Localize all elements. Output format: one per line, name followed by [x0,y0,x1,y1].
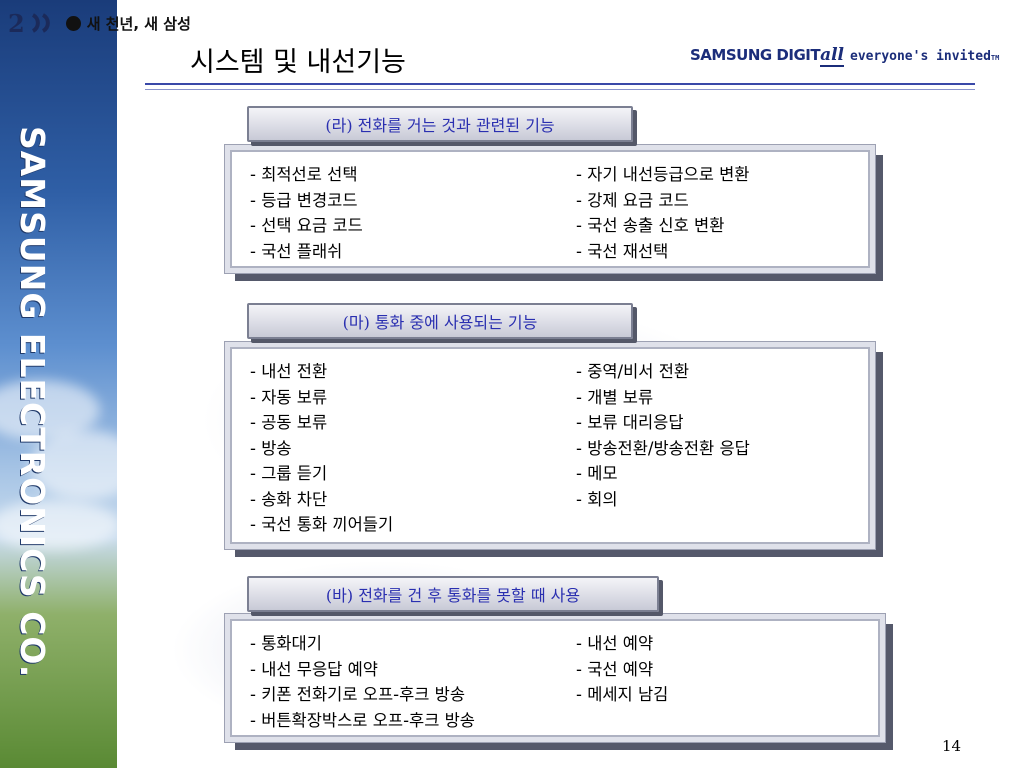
list-item: - 국선 송출 신호 변환 [576,216,725,235]
list-item: - 메세지 남김 [576,685,669,704]
section-header-dialing: (라) 전화를 거는 것과 관련된 기능 [247,106,633,142]
list-item: - 최적선로 선택 [250,165,358,184]
feature-box-in-call: - 내선 전환 - 자동 보류 - 공동 보류 - 방송 - 그룹 듣기 - 송… [230,347,870,544]
list-item: - 키폰 전화기로 오프-후크 방송 [250,685,466,704]
list-item: - 국선 플래쉬 [250,241,343,261]
list-item: - 방송 [250,438,292,458]
list-item: - 송화 차단 [250,489,328,509]
feature-list-right: - 중역/비서 전환 - 개별 보류 - 보류 대리응답 - 방송전환/방송전환… [576,359,860,538]
list-item: - 개별 보류 [576,387,654,407]
badge-year: 2 [8,8,25,38]
list-item: - 등급 변경코드 [250,190,358,210]
feature-box-dialing: - 최적선로 선택 - 등급 변경코드 - 선택 요금 코드 - 국선 플래쉬 … [230,150,870,268]
list-item: - 자기 내선등급으로 변환 [576,165,750,184]
list-item: - 내선 무응답 예약 [250,659,378,679]
page-number: 14 [942,737,962,755]
list-item: - 회의 [576,489,618,509]
logo-brand: SAMSUNG DIGIT [690,46,821,64]
list-item: - 중역/비서 전환 [576,362,690,381]
list-item: - 보류 대리응답 [576,413,684,432]
list-item: - 국선 통화 끼어들기 [250,515,394,534]
list-item: - 선택 요금 코드 [250,216,363,235]
title-rule [145,83,975,85]
list-item: - 버튼확장박스로 오프-후크 방송 [250,710,475,730]
feature-list-right: - 자기 내선등급으로 변환 - 강제 요금 코드 - 국선 송출 신호 변환 … [576,162,860,264]
title-rule-thin [145,89,975,90]
sidebar-company-name: SAMSUNG ELECTRONICS CO. [13,126,52,679]
list-item: - 그룹 듣기 [250,464,328,483]
page-title: 시스템 및 내선기능 [190,47,406,78]
section-header-call-failed: (바) 전화를 건 후 통화를 못할 때 사용 [247,576,659,612]
badge-ring-icon [31,13,50,33]
list-item: - 자동 보류 [250,387,328,407]
list-item: - 국선 예약 [576,659,654,679]
badge-dot-icon [65,15,81,31]
sidebar-banner: SAMSUNG ELECTRONICS CO. [0,0,117,768]
feature-list-right: - 내선 예약 - 국선 예약 - 메세지 남김 [576,631,870,733]
feature-list-left: - 최적선로 선택 - 등급 변경코드 - 선택 요금 코드 - 국선 플래쉬 [250,162,576,264]
list-item: - 강제 요금 코드 [576,190,689,210]
list-item: - 공동 보류 [250,413,328,432]
section-header-in-call: (마) 통화 중에 사용되는 기능 [247,303,633,339]
feature-box-call-failed: - 통화대기 - 내선 무응답 예약 - 키폰 전화기로 오프-후크 방송 - … [230,619,880,737]
feature-list-left: - 내선 전환 - 자동 보류 - 공동 보류 - 방송 - 그룹 듣기 - 송… [250,359,576,538]
badge-slogan: 새 천년, 새 삼성 [86,14,191,33]
logo-tagline: everyone's invitedTM [850,49,1000,64]
list-item: - 통화대기 [250,634,322,653]
samsung-digitall-logo: SAMSUNG DIGIT all everyone's invitedTM [690,45,999,67]
list-item: - 국선 재선택 [576,241,669,261]
millennium-badge: 2 새 천년, 새 삼성 [8,8,191,38]
list-item: - 내선 전환 [250,362,328,381]
list-item: - 방송전환/방송전환 응답 [576,438,750,458]
list-item: - 메모 [576,464,618,483]
list-item: - 내선 예약 [576,634,654,653]
logo-all: all [820,45,845,67]
feature-list-left: - 통화대기 - 내선 무응답 예약 - 키폰 전화기로 오프-후크 방송 - … [250,631,576,733]
